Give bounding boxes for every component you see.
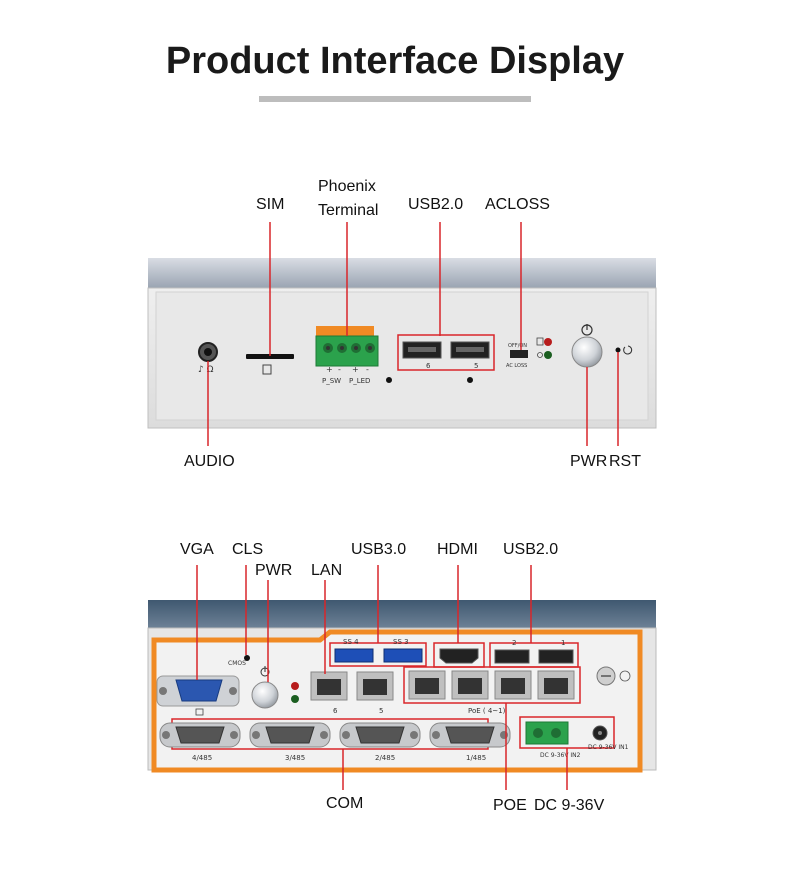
usb-port-5-icon: [450, 341, 490, 359]
off-on-label: OFF/ON: [508, 343, 527, 349]
lan-port-6-icon: [310, 671, 348, 701]
com1-label: 1/485: [466, 754, 486, 762]
rear-power-button-icon: [251, 666, 279, 709]
sim-slot-icon: [246, 354, 294, 375]
com-port-1-icon: [429, 722, 511, 748]
usb2-port-2-icon: [494, 649, 530, 664]
usb3-port-4-icon: [334, 648, 374, 663]
poe-highlight-box: [403, 666, 581, 704]
ac-loss-label: AC LOSS: [506, 363, 527, 369]
cmos-label: CMOS: [228, 660, 246, 667]
cls-label: CLS: [232, 541, 264, 558]
phoenix-terminal-icon: [315, 326, 379, 367]
com-label: COM: [326, 795, 364, 812]
reset-symbol-icon: [623, 345, 633, 355]
acloss-switch-icon: [510, 350, 528, 358]
p-led-label: P_LED: [349, 377, 370, 385]
usb20-rear-label: USB2.0: [503, 541, 559, 558]
p-sw-plus: +: [326, 365, 333, 374]
led-red-icon: [291, 682, 299, 690]
p-led-minus: -: [366, 365, 369, 374]
com-port-4-icon: [159, 722, 241, 748]
usb20-front-label: USB2.0: [408, 196, 464, 213]
rear-callout-lines: [196, 565, 568, 790]
usb2-1-label: 1: [561, 639, 565, 647]
vga-port-icon: [156, 675, 240, 707]
pwr-rear-label: PWR: [255, 562, 293, 579]
led-red-icon: [544, 338, 552, 346]
p-led-plus: +: [352, 365, 359, 374]
lan6-label: 6: [333, 707, 338, 715]
rst-label: RST: [609, 453, 641, 470]
poe-label: POE: [493, 797, 527, 814]
phoenix-label-line2: Terminal: [318, 202, 379, 219]
hdmi-port-icon: [439, 648, 479, 664]
usb3-4-label: SS 4: [343, 638, 359, 646]
com-port-2-icon: [339, 722, 421, 748]
lan-label: LAN: [311, 562, 343, 579]
usb3-port-3-icon: [383, 648, 423, 663]
usb-port-6-icon: [402, 341, 442, 359]
dc-jack-in1-icon: [592, 725, 608, 741]
dc-terminal-in2-icon: [525, 721, 569, 745]
title-underline: [259, 96, 531, 102]
usb2-port-1-icon: [538, 649, 574, 664]
dc-label: DC 9-36V: [534, 797, 605, 814]
reset-pinhole-icon: [615, 347, 621, 353]
com2-label: 2/485: [375, 754, 395, 762]
cmos-pinhole-icon: [244, 655, 250, 661]
dc-in1-label: DC 9-36V IN1: [588, 744, 629, 751]
power-button-icon: [571, 324, 603, 368]
front-callout-lines: [207, 222, 619, 446]
com-port-3-icon: [249, 722, 331, 748]
sim-label: SIM: [256, 196, 285, 213]
p-sw-label: P_SW: [322, 377, 341, 385]
front-chassis: [147, 258, 657, 429]
phoenix-label-line1: Phoenix: [318, 178, 376, 195]
p-sw-minus: -: [338, 365, 341, 374]
usb6-label: 6: [426, 362, 431, 370]
lan-port-5-icon: [356, 671, 394, 701]
page-title: Product Interface Display: [165, 40, 625, 82]
com4-label: 4/485: [192, 754, 212, 762]
screw-hole-icon: [386, 377, 392, 383]
led-green-icon: [544, 351, 552, 359]
screw-hole-icon: [467, 377, 473, 383]
usb30-label: USB3.0: [351, 541, 407, 558]
svg-text:♪ Ω: ♪ Ω: [198, 365, 214, 375]
acloss-label: ACLOSS: [485, 196, 550, 213]
usb5-label: 5: [474, 362, 478, 370]
hdmi-label: HDMI: [437, 541, 478, 558]
poe-lan-port-icon: [408, 670, 575, 700]
usb20-front-highlight-box: [397, 334, 495, 371]
dc-in2-label: DC 9-36V IN2: [540, 752, 581, 759]
poe-silk-label: PoE ( 4~1): [468, 707, 506, 715]
usb2-2-label: 2: [512, 639, 516, 647]
audio-label: AUDIO: [184, 453, 235, 470]
pwr-front-label: PWR: [570, 453, 608, 470]
lan5-label: 5: [379, 707, 383, 715]
com3-label: 3/485: [285, 754, 305, 762]
led-green-icon: [291, 695, 299, 703]
usb3-3-label: SS 3: [393, 638, 409, 646]
vga-label: VGA: [180, 541, 214, 558]
